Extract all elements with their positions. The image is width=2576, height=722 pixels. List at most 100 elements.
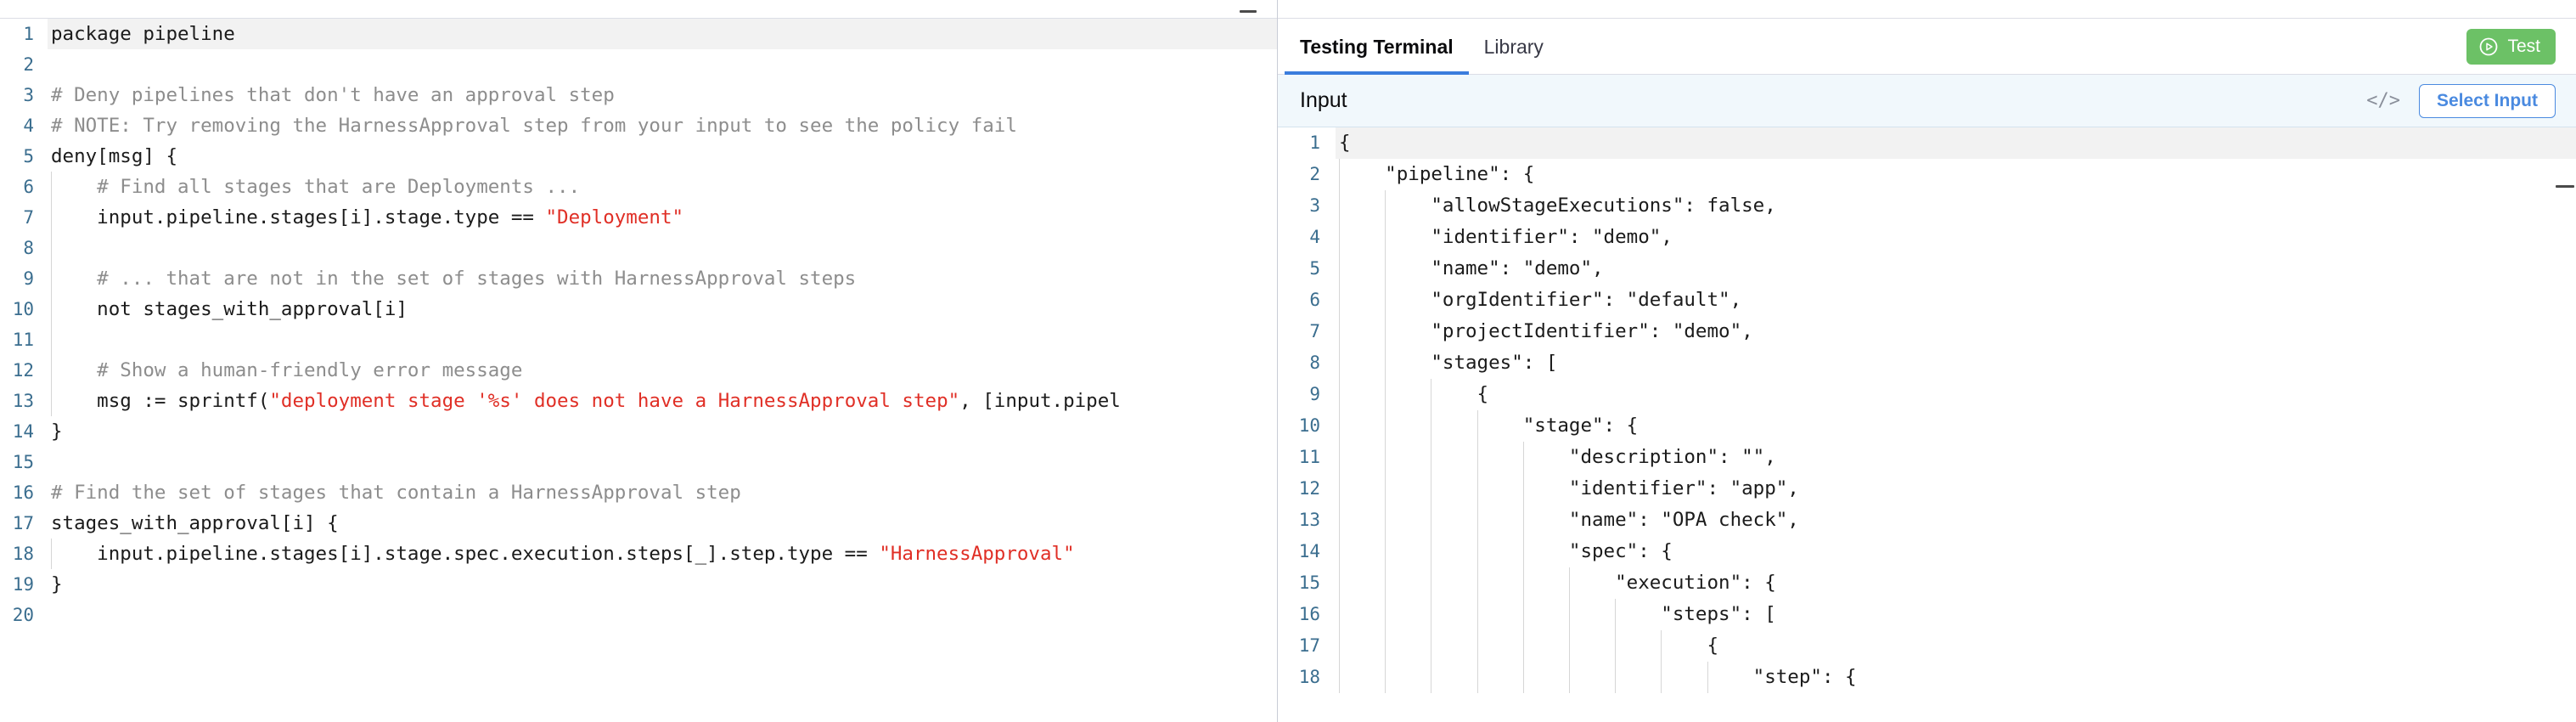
rego-code-area[interactable]: 1package pipeline23# Deny pipelines that… — [0, 19, 1277, 722]
code-text: input.pipeline.stages[i].stage.spec.exec… — [51, 543, 1075, 565]
code-view-icon[interactable]: </> — [2366, 90, 2400, 111]
token-plain: input.pipeline.stages[i].stage.type == — [51, 206, 545, 228]
json-line[interactable]: 4 "identifier": "demo", — [1278, 222, 2576, 253]
code-line[interactable]: 16# Find the set of stages that contain … — [0, 477, 1277, 508]
token-plain: not stages_with_approval[i] — [51, 298, 408, 320]
json-line[interactable]: 1{ — [1278, 127, 2576, 159]
play-circle-icon — [2478, 37, 2499, 57]
code-line-content: stages_with_approval[i] { — [48, 508, 1277, 539]
json-line[interactable]: 9 { — [1278, 379, 2576, 410]
code-line[interactable]: 1package pipeline — [0, 19, 1277, 49]
token-comment: # Show a human-friendly error message — [51, 359, 522, 381]
json-line-content: "description": "", — [1336, 442, 2576, 473]
token-comment: # ... that are not in the set of stages … — [51, 268, 856, 290]
code-line[interactable]: 7 input.pipeline.stages[i].stage.type ==… — [0, 202, 1277, 233]
test-button[interactable]: Test — [2466, 29, 2556, 65]
json-line-number: 10 — [1278, 410, 1336, 442]
code-line[interactable]: 6 # Find all stages that are Deployments… — [0, 172, 1277, 202]
json-text: { — [1339, 383, 1488, 405]
code-line[interactable]: 8 — [0, 233, 1277, 263]
json-line[interactable]: 2 "pipeline": { — [1278, 159, 2576, 190]
json-line[interactable]: 15 "execution": { — [1278, 567, 2576, 599]
code-line[interactable]: 17stages_with_approval[i] { — [0, 508, 1277, 539]
code-line[interactable]: 13 msg := sprintf("deployment stage '%s'… — [0, 386, 1277, 416]
json-line[interactable]: 7 "projectIdentifier": "demo", — [1278, 316, 2576, 347]
indent-guide — [51, 233, 52, 263]
code-line-content: not stages_with_approval[i] — [48, 294, 1277, 324]
code-line[interactable]: 2 — [0, 49, 1277, 80]
code-line-content: msg := sprintf("deployment stage '%s' do… — [48, 386, 1277, 416]
json-line-content: "projectIdentifier": "demo", — [1336, 316, 2576, 347]
json-line[interactable]: 3 "allowStageExecutions": false, — [1278, 190, 2576, 222]
code-text: stages_with_approval[i] { — [51, 512, 339, 534]
code-text: } — [51, 420, 63, 443]
code-text: # Find the set of stages that contain a … — [51, 482, 741, 504]
token-plain: deny[msg] { — [51, 145, 177, 167]
code-line-content: } — [48, 569, 1277, 600]
line-number: 1 — [0, 19, 48, 49]
editor-topbar — [0, 0, 1277, 19]
json-line-number: 8 — [1278, 347, 1336, 379]
tab-library[interactable]: Library — [1469, 19, 1559, 75]
code-line[interactable]: 18 input.pipeline.stages[i].stage.spec.e… — [0, 539, 1277, 569]
scroll-indicator[interactable] — [2556, 185, 2574, 188]
tab-library-label: Library — [1484, 36, 1544, 58]
input-json-area[interactable]: 1{2 "pipeline": {3 "allowStageExecutions… — [1278, 127, 2576, 722]
json-line[interactable]: 11 "description": "", — [1278, 442, 2576, 473]
select-input-button[interactable]: Select Input — [2419, 84, 2556, 118]
json-line[interactable]: 12 "identifier": "app", — [1278, 473, 2576, 505]
code-line[interactable]: 20 — [0, 600, 1277, 630]
json-text: "stages": [ — [1339, 352, 1557, 374]
code-line[interactable]: 4# NOTE: Try removing the HarnessApprova… — [0, 110, 1277, 141]
json-line-number: 1 — [1278, 127, 1336, 159]
json-line-number: 15 — [1278, 567, 1336, 599]
json-line-number: 9 — [1278, 379, 1336, 410]
json-line-number: 17 — [1278, 630, 1336, 662]
rego-policy-editor-pane: 1package pipeline23# Deny pipelines that… — [0, 0, 1278, 722]
line-number: 16 — [0, 477, 48, 508]
code-text: msg := sprintf("deployment stage '%s' do… — [51, 390, 1121, 412]
line-number: 15 — [0, 447, 48, 477]
code-line[interactable]: 11 — [0, 324, 1277, 355]
code-line[interactable]: 15 — [0, 447, 1277, 477]
json-line[interactable]: 14 "spec": { — [1278, 536, 2576, 567]
json-line[interactable]: 16 "steps": [ — [1278, 599, 2576, 630]
code-line[interactable]: 19} — [0, 569, 1277, 600]
json-text: "name": "OPA check", — [1339, 509, 1799, 531]
line-number: 9 — [0, 263, 48, 294]
json-text: "description": "", — [1339, 446, 1776, 468]
code-line[interactable]: 3# Deny pipelines that don't have an app… — [0, 80, 1277, 110]
json-line-number: 18 — [1278, 662, 1336, 693]
tab-testing-terminal[interactable]: Testing Terminal — [1285, 19, 1469, 75]
json-line-content: { — [1336, 127, 2576, 159]
code-text: # NOTE: Try removing the HarnessApproval… — [51, 115, 1017, 137]
json-line-content: "identifier": "demo", — [1336, 222, 2576, 253]
json-line-number: 2 — [1278, 159, 1336, 190]
json-line-number: 11 — [1278, 442, 1336, 473]
json-line[interactable]: 18 "step": { — [1278, 662, 2576, 693]
json-text: "identifier": "demo", — [1339, 226, 1673, 248]
code-line[interactable]: 12 # Show a human-friendly error message — [0, 355, 1277, 386]
token-plain: } — [51, 420, 63, 443]
json-line[interactable]: 10 "stage": { — [1278, 410, 2576, 442]
minimize-icon[interactable] — [1240, 10, 1257, 13]
code-text: input.pipeline.stages[i].stage.type == "… — [51, 206, 683, 228]
code-text: deny[msg] { — [51, 145, 177, 167]
code-line[interactable]: 14} — [0, 416, 1277, 447]
token-plain: input.pipeline.stages[i].stage.spec.exec… — [51, 543, 879, 565]
code-line[interactable]: 5deny[msg] { — [0, 141, 1277, 172]
json-text: { — [1339, 132, 1351, 154]
json-line[interactable]: 13 "name": "OPA check", — [1278, 505, 2576, 536]
json-line[interactable]: 17 { — [1278, 630, 2576, 662]
json-text: "execution": { — [1339, 572, 1776, 594]
line-number: 13 — [0, 386, 48, 416]
json-line[interactable]: 6 "orgIdentifier": "default", — [1278, 285, 2576, 316]
code-line[interactable]: 9 # ... that are not in the set of stage… — [0, 263, 1277, 294]
json-text: "stage": { — [1339, 415, 1638, 437]
code-line[interactable]: 10 not stages_with_approval[i] — [0, 294, 1277, 324]
json-text: "pipeline": { — [1339, 163, 1534, 185]
json-line-number: 13 — [1278, 505, 1336, 536]
json-line[interactable]: 5 "name": "demo", — [1278, 253, 2576, 285]
json-line[interactable]: 8 "stages": [ — [1278, 347, 2576, 379]
right-topline — [1278, 0, 2576, 19]
